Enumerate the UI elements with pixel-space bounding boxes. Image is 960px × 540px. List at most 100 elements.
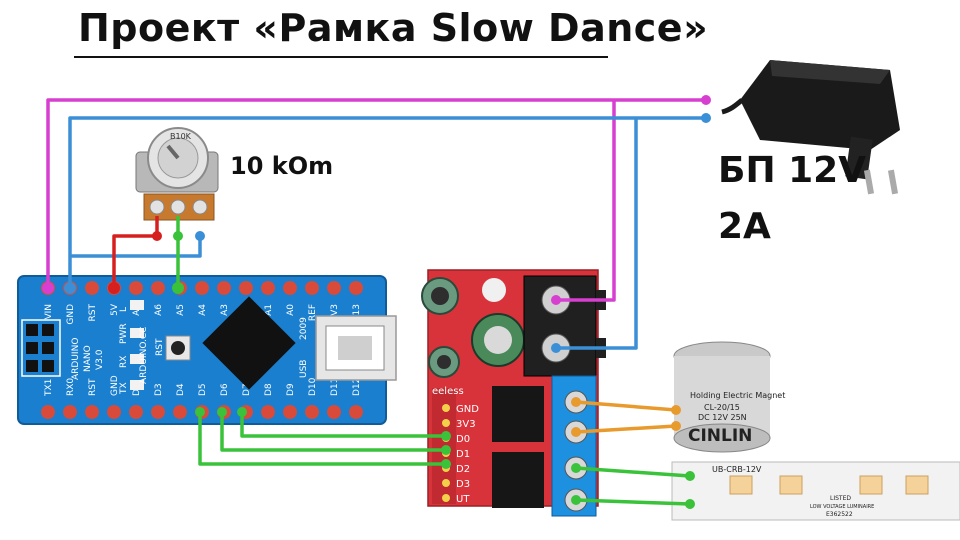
arduino-top-pin-label: A6 xyxy=(154,304,164,316)
arduino-top-pin-label: RST xyxy=(88,304,98,322)
wire-strip-green-1 xyxy=(575,466,691,478)
arduino-status-leds: L PWR RX TX xyxy=(119,300,144,395)
arduino-top-pin-label: REF xyxy=(308,304,318,321)
arduino-top-pin-label: GND xyxy=(66,304,76,325)
driver-pin-label: D0 xyxy=(456,434,470,445)
arduino-bottom-pin xyxy=(261,405,275,419)
led-label-rx: RX xyxy=(119,356,129,368)
arduino-top-pin xyxy=(217,281,231,295)
arduino-top-pin-label: VIN xyxy=(44,304,54,320)
arduino-bottom-pin-label: D8 xyxy=(264,383,274,396)
psu-voltage-label: БП 12V xyxy=(718,150,867,191)
arduino-bottom-pin-label: RX0 xyxy=(66,378,76,396)
arduino-top-pin-label: A5 xyxy=(176,304,186,316)
arduino-top-pin xyxy=(239,281,253,295)
arduino-bottom-pin-label: GND xyxy=(110,375,120,396)
title-underline xyxy=(74,56,608,58)
driver-pin-label: D1 xyxy=(456,449,470,460)
arduino-top-pin xyxy=(283,281,297,295)
wire-endpoints xyxy=(42,95,711,509)
wire-d7-green xyxy=(240,414,446,438)
arduino-bottom-pin xyxy=(349,405,363,419)
arduino-bottom-pin xyxy=(85,405,99,419)
arduino-bottom-pin-label: D3 xyxy=(154,383,164,396)
driver-pin xyxy=(442,494,450,502)
driver-pin-label: 3V3 xyxy=(456,419,476,430)
wires xyxy=(46,98,706,506)
potentiometer-value-label: 10 kOm xyxy=(230,152,334,180)
arduino-top-pin-label: 3V3 xyxy=(330,304,340,322)
arduino-top-pin-label: A3 xyxy=(220,304,230,316)
psu-current-label: 2А xyxy=(718,206,771,247)
icsp-header: ICSP xyxy=(7,319,61,392)
potentiometer: B10K xyxy=(135,127,219,221)
driver-pin-label: GND xyxy=(456,404,479,415)
usb-label: USB xyxy=(299,360,309,378)
arduino-top-pin xyxy=(195,281,209,295)
arduino-bottom-pin xyxy=(151,405,165,419)
mcu-chip xyxy=(202,296,296,390)
driver-pin xyxy=(442,419,450,427)
arduino-nano-board: VINGNDRST5VA7A6A5A4A3A2A1A0REF3V3D13 TX1… xyxy=(7,275,397,425)
arduino-bottom-pin xyxy=(107,405,121,419)
driver-pin xyxy=(442,404,450,412)
usb-connector: USB xyxy=(299,315,397,381)
wire-vin-magenta xyxy=(46,98,706,286)
strip-code: E362522 xyxy=(826,511,853,518)
arduino-top-pin xyxy=(85,281,99,295)
pot-marking: B10K xyxy=(170,132,192,141)
driver-pin-label: D2 xyxy=(456,464,470,475)
strip-model: UB-CRB-12V xyxy=(712,465,762,474)
arduino-bottom-pin-label: D10 xyxy=(308,377,318,396)
arduino-bottom-pin xyxy=(173,405,187,419)
rst-label: RST xyxy=(155,338,165,356)
magnet-line2: CL-20/15 xyxy=(704,403,740,412)
arduino-site-label: ARDUINO.CC xyxy=(139,327,149,384)
driver-pin-label: UT xyxy=(456,494,470,505)
wire-d5-green xyxy=(198,414,446,466)
wire-psu-to-module-blue xyxy=(556,118,638,350)
arduino-top-pin xyxy=(151,281,165,295)
arduino-top-pin-label: A4 xyxy=(198,304,208,316)
magnet-line3: DC 12V 25N xyxy=(698,413,747,422)
arduino-bottom-pin xyxy=(305,405,319,419)
strip-listed: LISTED xyxy=(830,495,851,502)
arduino-bottom-pin xyxy=(41,405,55,419)
led-label-l: L xyxy=(119,307,129,312)
arduino-bottom-pin-label: D9 xyxy=(286,383,296,396)
arduino-top-pin xyxy=(305,281,319,295)
arduino-top-pin-label: D13 xyxy=(352,304,362,322)
arduino-top-pin-label: A0 xyxy=(286,304,296,316)
arduino-top-pin xyxy=(327,281,341,295)
arduino-bottom-pin-label: D12 xyxy=(352,378,362,396)
arduino-year-label: 2009 xyxy=(299,317,309,340)
arduino-bottom-pin xyxy=(63,405,77,419)
arduino-bottom-pin xyxy=(283,405,297,419)
wire-magnet-orange-2 xyxy=(575,424,677,434)
arduino-bottom-pin-label: D4 xyxy=(176,383,186,396)
electromagnet: Holding Electric Magnet CL-20/15 DC 12V … xyxy=(673,341,785,453)
power-adapter xyxy=(721,60,900,195)
led-label-tx: TX xyxy=(119,382,129,395)
led-strip: UB-CRB-12V LISTED LOW VOLTAGE LUMINAIRE … xyxy=(671,461,960,521)
arduino-bottom-pin-label: RST xyxy=(88,378,98,396)
page-title: Проект «Рамка Slow Dance» xyxy=(78,6,709,50)
strip-lowvoltage: LOW VOLTAGE LUMINAIRE xyxy=(810,504,874,510)
reset-button: RST xyxy=(155,335,191,361)
arduino-top-pin xyxy=(349,281,363,295)
arduino-bottom-pin-label: D11 xyxy=(330,378,340,396)
arduino-bottom-pin xyxy=(327,405,341,419)
wire-magnet-orange-1 xyxy=(575,400,677,412)
arduino-model-line1: ARDUINO xyxy=(71,338,81,380)
arduino-bottom-pin xyxy=(129,405,143,419)
arduino-bottom-pin-label: D7 xyxy=(242,383,252,396)
arduino-bottom-pin-label: D5 xyxy=(198,383,208,396)
magnet-line1: Holding Electric Magnet xyxy=(690,391,785,400)
wire-gnd-blue xyxy=(68,116,706,286)
arduino-top-pin-label: A1 xyxy=(264,304,274,316)
wire-strip-green-2 xyxy=(575,498,691,506)
arduino-top-pin xyxy=(129,281,143,295)
magnet-brand: CINLIN xyxy=(688,426,752,446)
